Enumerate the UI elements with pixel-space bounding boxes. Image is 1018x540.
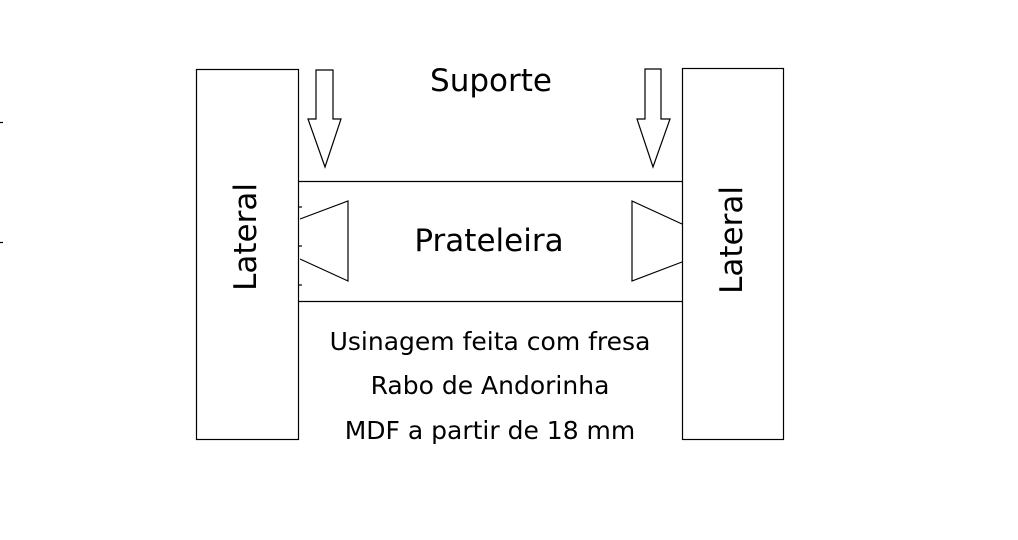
right-lateral-label: Lateral	[714, 186, 750, 294]
right-dovetail	[631, 200, 683, 282]
right-down-arrow-icon	[636, 68, 671, 169]
note-line-2: Rabo de Andorinha	[371, 371, 610, 400]
support-label: Suporte	[430, 63, 552, 99]
note-line-1: Usinagem feita com fresa	[330, 327, 651, 356]
note-line-3: MDF a partir de 18 mm	[345, 416, 636, 445]
shelf-label: Prateleira	[414, 223, 563, 259]
left-down-arrow-icon	[307, 69, 342, 169]
left-lateral-label: Lateral	[228, 183, 264, 291]
left-lateral-panel	[195, 68, 300, 441]
right-lateral-panel	[681, 67, 785, 441]
left-dovetail	[299, 200, 349, 282]
